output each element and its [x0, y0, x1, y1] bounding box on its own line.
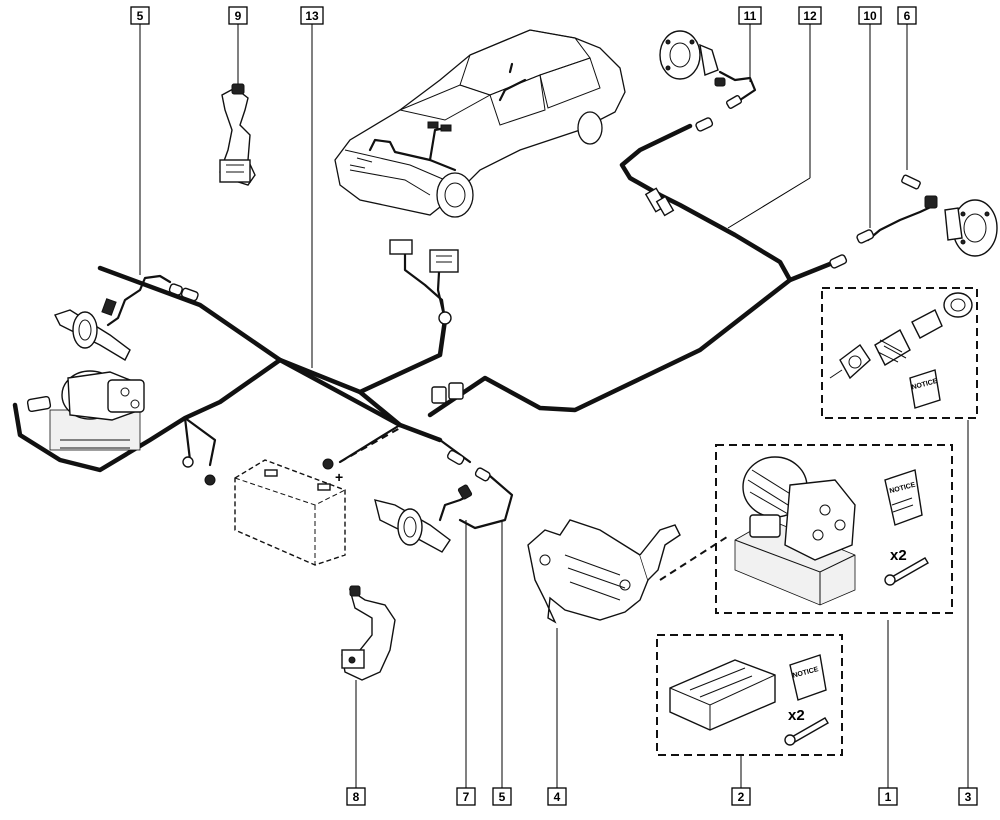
item-1-hydraulic-kit: NOTICE x2: [715, 444, 953, 614]
svg-text:9: 9: [235, 9, 242, 23]
svg-text:10: 10: [863, 9, 877, 23]
kit-2-quantity: x2: [788, 707, 805, 724]
front-right-wheel-sensor: [374, 484, 473, 553]
rear-wheel-hub-right: [856, 174, 998, 257]
rear-wheel-hub-left: [659, 30, 757, 109]
callout-10: 10: [858, 6, 882, 25]
leader-lines: [139, 24, 969, 788]
wiring-harness: [12, 123, 843, 530]
callout-5-top: 5: [130, 6, 150, 25]
callout-7: 7: [456, 787, 476, 806]
battery: +: [234, 459, 346, 566]
callout-5-bottom: 5: [492, 787, 512, 806]
item-2-ecu-kit: NOTICE x2: [656, 634, 843, 756]
svg-text:6: 6: [904, 9, 911, 23]
svg-text:12: 12: [803, 9, 817, 23]
svg-text:7: 7: [463, 790, 470, 804]
callout-8: 8: [346, 787, 366, 806]
callout-1: 1: [878, 787, 898, 806]
front-left-wheel-sensor: [54, 274, 172, 361]
svg-text:2: 2: [738, 790, 745, 804]
item-9-bracket: [219, 83, 256, 186]
callout-12: 12: [798, 6, 822, 25]
svg-text:11: 11: [744, 9, 757, 23]
ground-strap-terminals: [182, 456, 334, 486]
callout-2: 2: [731, 787, 751, 806]
vehicle-illustration: [334, 29, 626, 218]
kit-1-quantity: x2: [890, 547, 907, 564]
callout-13: 13: [300, 6, 324, 25]
item-4-mounting-bracket: [527, 519, 731, 624]
hydraulic-unit-installed: [26, 370, 145, 451]
svg-text:8: 8: [353, 790, 360, 804]
callout-3: 3: [958, 787, 978, 806]
callout-4: 4: [547, 787, 567, 806]
svg-text:13: 13: [305, 9, 319, 23]
callout-11: 11: [738, 6, 762, 25]
svg-text:3: 3: [965, 790, 972, 804]
svg-text:5: 5: [499, 790, 506, 804]
callout-6: 6: [897, 6, 917, 25]
item-8-bracket: [341, 585, 396, 681]
svg-text:5: 5: [137, 9, 144, 23]
harness-connectors: [168, 117, 848, 482]
callout-9: 9: [228, 6, 248, 25]
svg-text:1: 1: [885, 790, 892, 804]
item-3-sensor-kit: NOTICE: [821, 287, 978, 419]
svg-text:4: 4: [554, 790, 561, 804]
battery-positive-sign: +: [335, 469, 343, 485]
